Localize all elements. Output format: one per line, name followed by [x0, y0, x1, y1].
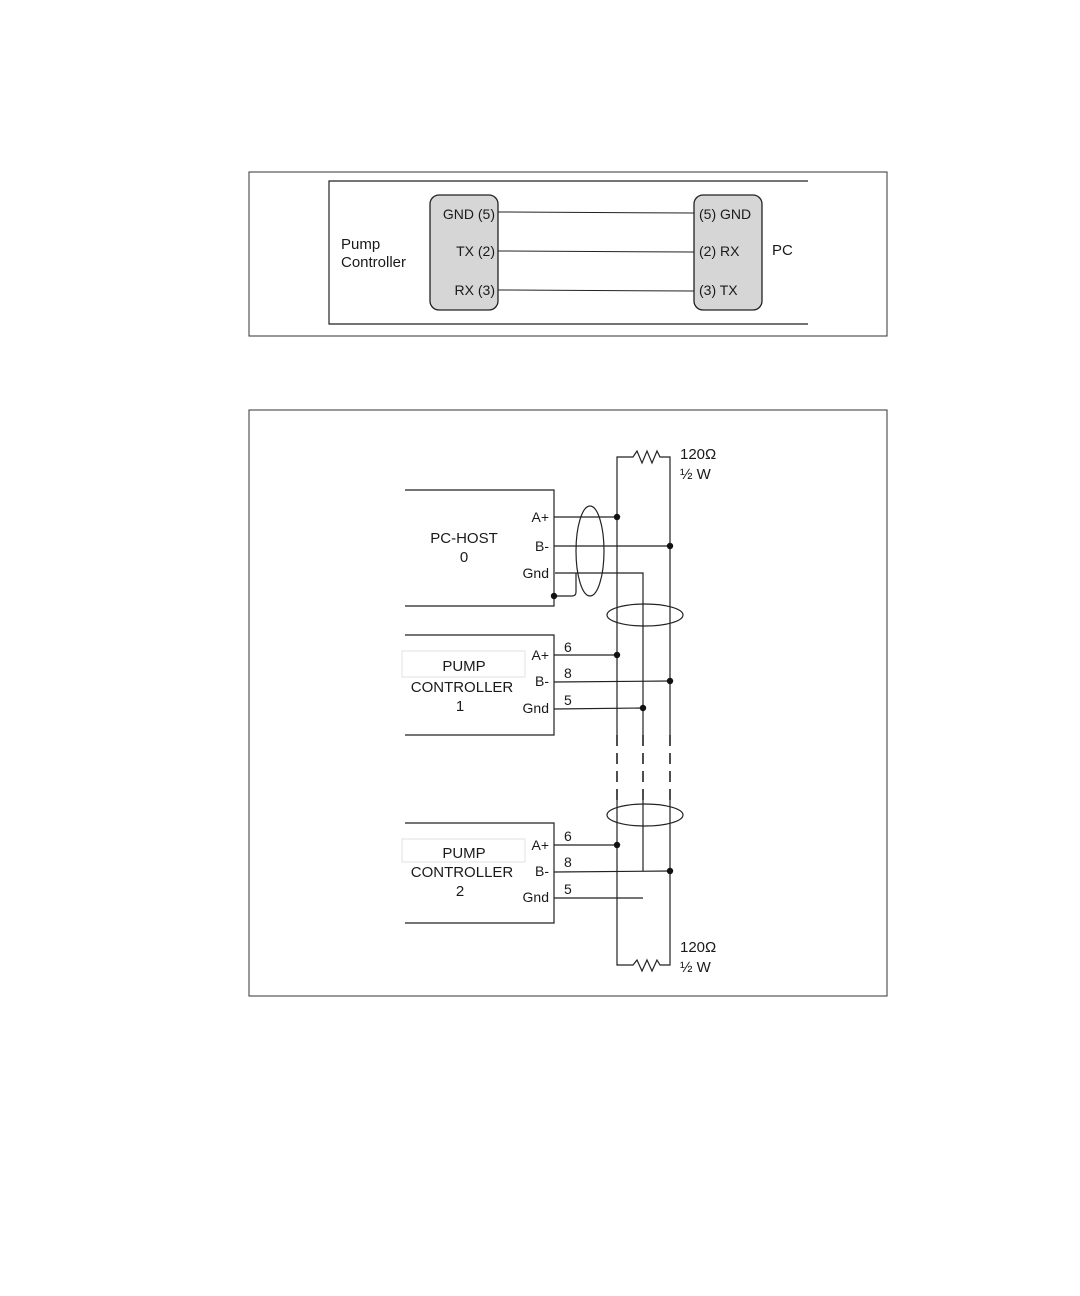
rs232-right-label: PC	[772, 242, 793, 259]
right-pin-tx: (3) TX	[699, 282, 738, 298]
junction-pc1-b	[667, 678, 673, 684]
rs485-wiring-figure: 120Ω ½ W 120Ω ½ W PC-HOST 0 A+ B- Gnd	[249, 410, 887, 996]
resistor-bottom-power: ½ W	[680, 959, 712, 976]
pc2-pin-a: A+	[531, 837, 549, 853]
pc-host-title: PC-HOST	[430, 530, 498, 547]
pump-controller-2-address: 2	[456, 883, 464, 900]
pc2-pin-gnd: Gnd	[523, 889, 549, 905]
junction-pc1-a	[614, 652, 620, 658]
right-pin-rx: (2) RX	[699, 243, 740, 259]
junction-pc2-b	[667, 868, 673, 874]
pc1-pin-a: A+	[531, 647, 549, 663]
host-pin-a: A+	[531, 509, 549, 525]
junction-pc1-gnd	[640, 705, 646, 711]
left-pin-tx: TX (2)	[456, 243, 495, 259]
junction-host-shield	[551, 593, 557, 599]
left-pin-gnd: GND (5)	[443, 206, 495, 222]
resistor-top-value: 120Ω	[680, 446, 716, 463]
wire-tx-rx	[498, 251, 694, 252]
pc1-wire-b	[554, 681, 670, 682]
pc1-pin-b: B-	[535, 673, 549, 689]
wire-gnd	[498, 212, 694, 213]
junction-pc2-a	[614, 842, 620, 848]
pc1-wire-gnd	[554, 708, 643, 709]
host-cable-shield	[576, 506, 604, 596]
pc1-pin-number-gnd: 5	[564, 692, 572, 708]
host-shield-drain-wire	[554, 573, 576, 596]
termination-resistor-top	[617, 451, 670, 546]
pc1-pin-number-a: 6	[564, 639, 572, 655]
pump-controller-2-line1: PUMP	[442, 845, 485, 862]
pc2-wire-b	[554, 871, 670, 872]
pc1-pin-number-b: 8	[564, 665, 572, 681]
rs232-wiring-figure: Pump Controller PC GND (5) TX (2) RX (3)…	[249, 172, 887, 336]
pc-host-block	[405, 490, 554, 606]
resistor-bottom-value: 120Ω	[680, 939, 716, 956]
left-pin-rx: RX (3)	[455, 282, 495, 298]
pc2-pin-number-b: 8	[564, 854, 572, 870]
pc2-pin-number-gnd: 5	[564, 881, 572, 897]
pump-controller-1-line2: CONTROLLER	[411, 679, 514, 696]
pump-controller-2-line2: CONTROLLER	[411, 864, 514, 881]
rs232-left-label-line1: Pump	[341, 236, 380, 253]
junction-host-a	[614, 514, 620, 520]
pc2-pin-b: B-	[535, 863, 549, 879]
resistor-top-power: ½ W	[680, 466, 712, 483]
bus-cable-shield-lower	[607, 804, 683, 826]
junction-host-b	[667, 543, 673, 549]
wire-rx-tx	[498, 290, 694, 291]
right-pin-gnd: (5) GND	[699, 206, 751, 222]
pump-controller-1-line1: PUMP	[442, 658, 485, 675]
bus-cable-shield-upper	[607, 604, 683, 626]
host-pin-gnd: Gnd	[523, 565, 549, 581]
pc2-pin-number-a: 6	[564, 828, 572, 844]
host-pin-b: B-	[535, 538, 549, 554]
rs232-left-label-line2: Controller	[341, 254, 406, 271]
pump-controller-1-address: 1	[456, 698, 464, 715]
pc-host-address: 0	[460, 549, 468, 566]
pc1-pin-gnd: Gnd	[523, 700, 549, 716]
